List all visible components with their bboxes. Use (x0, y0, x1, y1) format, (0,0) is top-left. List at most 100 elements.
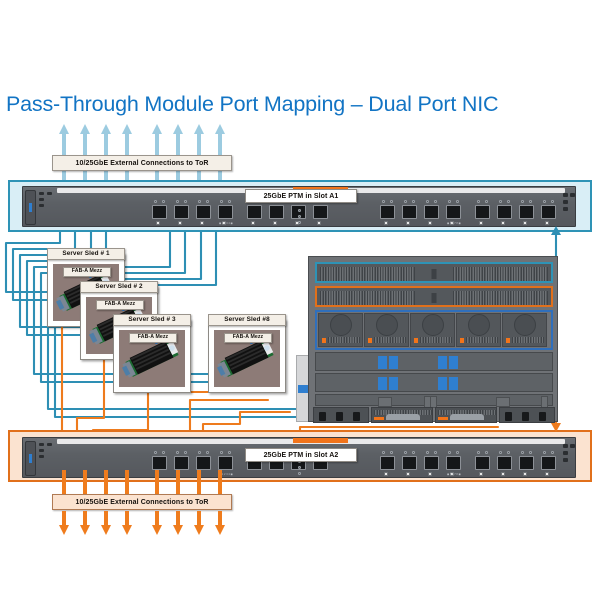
chassis-psu-row[interactable] (311, 407, 557, 423)
port-group-a1-left-2[interactable]: ◼ 1 2 3 4 ◼ (219, 200, 333, 226)
server-sled-1-label: Server Sled # 1 (47, 248, 125, 260)
module-status-leds (298, 460, 301, 478)
bottom-uplink-label: 10/25GbE External Connections to ToR (52, 494, 232, 510)
server-sled-3-label: Server Sled # 3 (113, 314, 191, 326)
module-status-leds (298, 209, 301, 227)
downlink-arrow-head (214, 525, 225, 535)
sfp-port[interactable] (402, 205, 417, 219)
fan-module[interactable] (410, 313, 455, 347)
sfp-port[interactable] (424, 205, 439, 219)
uplink-arrow-head (193, 124, 204, 134)
port-group-a2-right-1[interactable] (378, 451, 466, 477)
uplink-arrow-head (58, 124, 69, 134)
sled-3-mezz-label: FAB-A Mezz (129, 333, 177, 343)
sfp-port[interactable] (152, 205, 167, 219)
uplink-arrow-stem (62, 131, 66, 159)
downlink-arrow-stem (125, 511, 129, 527)
psu-module[interactable] (435, 407, 497, 423)
sled-2-mezz-label: FAB-A Mezz (96, 300, 144, 310)
uplink-arrow-head (79, 124, 90, 134)
downlink-arrow-head (58, 525, 69, 535)
module-left-indicators (39, 192, 55, 212)
downlink-arrow-stem (155, 511, 159, 527)
module-handle[interactable] (25, 441, 36, 476)
sfp-port[interactable] (174, 456, 189, 470)
sfp-port[interactable] (446, 205, 461, 219)
module-right-indicators (563, 193, 576, 217)
module-right-indicators (563, 444, 576, 468)
downlink-arrow-stem (62, 511, 66, 527)
downlink-arrow-stem (176, 511, 180, 527)
sfp-port[interactable] (541, 205, 556, 219)
module-left-indicators (39, 443, 55, 463)
downlink-arrow-head (151, 525, 162, 535)
sfp-port[interactable] (380, 205, 395, 219)
port-group-a2-left-1[interactable] (150, 451, 238, 477)
port-group-a1-left-1[interactable] (150, 200, 238, 226)
downlink-arrow-stem (197, 511, 201, 527)
sfp-port[interactable] (475, 205, 490, 219)
downlink-arrow-stem (83, 511, 87, 527)
fan-module[interactable] (456, 313, 501, 347)
sfp-port[interactable] (424, 456, 439, 470)
chassis-slot-a2[interactable] (315, 286, 553, 307)
sfp-port[interactable] (196, 205, 211, 219)
chassis-slot-a1[interactable] (315, 262, 553, 283)
downlink-arrow-head (121, 525, 132, 535)
power-outlet-group[interactable] (499, 407, 555, 423)
sfp-port[interactable] (196, 456, 211, 470)
uplink-arrow-stem (83, 131, 87, 159)
sfp-port[interactable] (497, 456, 512, 470)
chassis-io-row[interactable] (315, 373, 553, 392)
sfp-port[interactable] (269, 205, 284, 219)
server-sled-3[interactable]: FAB-A Mezz (113, 319, 191, 393)
sfp-port[interactable] (152, 456, 167, 470)
fan-module[interactable] (364, 313, 409, 347)
rail-indicator (298, 385, 308, 393)
uplink-arrow-head (100, 124, 111, 134)
sfp-port[interactable] (446, 456, 461, 470)
sfp-port[interactable] (475, 456, 490, 470)
module-orange-bar (293, 438, 348, 443)
sled-8-mezz-label: FAB-A Mezz (224, 333, 272, 343)
uplink-arrow-head (121, 124, 132, 134)
sfp-port[interactable] (313, 205, 328, 219)
server-sled-2-label: Server Sled # 2 (80, 281, 158, 293)
uplink-arrow-stem (176, 131, 180, 159)
psu-module[interactable] (371, 407, 433, 423)
sfp-port[interactable] (519, 205, 534, 219)
sfp-port[interactable] (247, 205, 262, 219)
sfp-port[interactable] (218, 456, 233, 470)
sfp-port[interactable] (497, 205, 512, 219)
sled-1-mezz-label: FAB-A Mezz (63, 267, 111, 277)
module-handle[interactable] (25, 190, 36, 225)
server-sled-8[interactable]: FAB-A Mezz (208, 319, 286, 393)
sfp-port[interactable] (291, 205, 306, 219)
sfp-port[interactable] (380, 456, 395, 470)
downlink-arrow-stem (218, 511, 222, 527)
chassis-blank-row (315, 394, 553, 408)
fan-module[interactable] (318, 313, 363, 347)
uplink-arrow-stem (125, 131, 129, 159)
port-group-a2-right-2[interactable]: ◼ 5 6 7 8 ◼ (447, 451, 561, 477)
power-outlet-group[interactable] (313, 407, 369, 423)
uplink-arrow-stem (197, 131, 201, 159)
port-group-a1-right-1[interactable] (378, 200, 466, 226)
port-group-a1-right-2[interactable]: ◼ 5 6 7 8 ◼ (447, 200, 561, 226)
downlink-arrow-head (100, 525, 111, 535)
a1-chassis-link-arrow (551, 226, 561, 235)
uplink-arrow-head (214, 124, 225, 134)
sfp-port[interactable] (541, 456, 556, 470)
downlink-arrow-head (79, 525, 90, 535)
uplink-arrow-head (172, 124, 183, 134)
uplink-arrow-stem (104, 131, 108, 159)
chassis-io-row[interactable] (315, 352, 553, 371)
sfp-port[interactable] (519, 456, 534, 470)
sfp-port[interactable] (218, 205, 233, 219)
downlink-arrow-head (193, 525, 204, 535)
sfp-port[interactable] (402, 456, 417, 470)
sfp-port[interactable] (174, 205, 189, 219)
chassis-fan-bank[interactable] (315, 310, 553, 350)
fan-module[interactable] (502, 313, 547, 347)
